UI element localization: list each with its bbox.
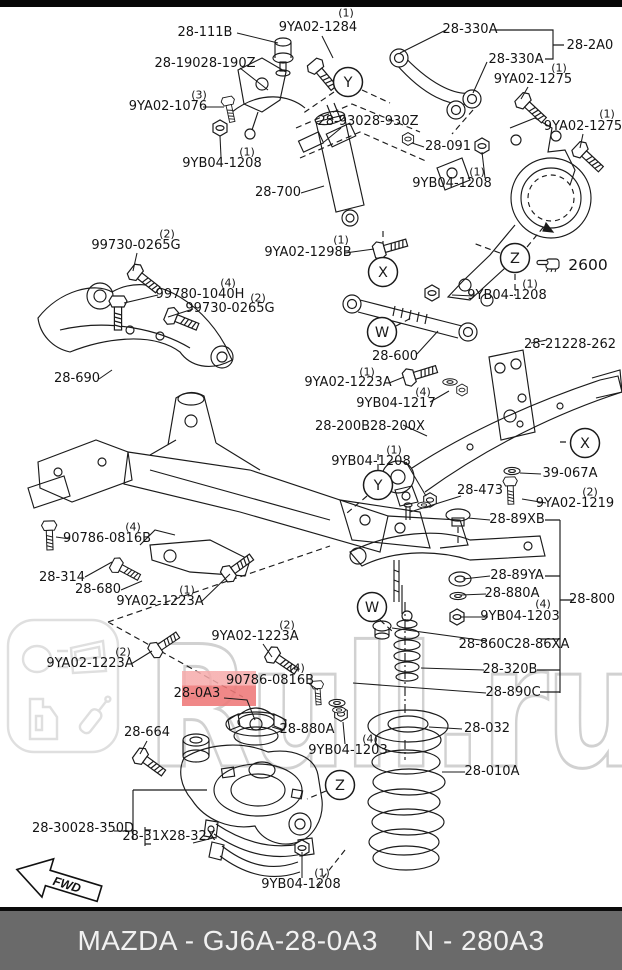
leader-line bbox=[521, 498, 547, 504]
assembly-marker-x: X bbox=[569, 427, 601, 459]
leader-line bbox=[120, 580, 143, 591]
pointing-hand-icon bbox=[536, 258, 560, 273]
assembly-marker-w: W bbox=[366, 316, 398, 348]
leader-line bbox=[462, 575, 491, 580]
leader-line bbox=[416, 330, 439, 355]
watermark-panel-frame bbox=[6, 618, 120, 754]
footer-bar: MAZDA - GJ6A-28-0A3 N - 280A3 bbox=[0, 907, 622, 970]
leader-line bbox=[139, 740, 148, 755]
leader-line bbox=[223, 697, 256, 721]
scan-edge-bar bbox=[0, 0, 622, 7]
leader-line bbox=[472, 61, 488, 94]
spring-seat-drawing bbox=[367, 709, 449, 754]
assembly-marker-z: Z bbox=[499, 242, 531, 274]
leader-line bbox=[520, 86, 529, 100]
upper-arm-drawing bbox=[389, 48, 482, 120]
leader-line bbox=[399, 29, 447, 54]
headlight-icon bbox=[21, 644, 68, 674]
leader-line bbox=[219, 135, 222, 158]
leader-line bbox=[530, 339, 548, 344]
leader-line bbox=[123, 294, 159, 304]
leader-line bbox=[167, 308, 194, 318]
leader-line bbox=[411, 142, 425, 148]
footer-part-code: MAZDA - GJ6A-28-0A3 bbox=[77, 924, 378, 956]
leader-line bbox=[352, 682, 487, 694]
assembly-marker-w: W bbox=[356, 591, 388, 623]
leader-line bbox=[55, 536, 71, 540]
leader-line bbox=[236, 32, 279, 44]
rear-upper-arm-drawing bbox=[349, 508, 546, 602]
leader-line bbox=[451, 294, 475, 297]
leader-line bbox=[130, 650, 153, 665]
leader-line bbox=[405, 461, 427, 497]
svg-text:X: X bbox=[378, 265, 388, 281]
svg-text:Y: Y bbox=[373, 478, 383, 494]
front-lower-arm-drawing bbox=[37, 282, 234, 369]
stabilizer-bracket-drawing bbox=[231, 37, 306, 140]
assembly-marker-y: Y bbox=[332, 66, 364, 98]
leader-line bbox=[200, 573, 231, 603]
lateral-link-drawing bbox=[342, 294, 478, 342]
subframe-drawing bbox=[27, 391, 469, 577]
watermark-panel bbox=[6, 618, 120, 754]
leader-line bbox=[132, 252, 138, 272]
footer-ref-code: N - 280A3 bbox=[413, 924, 545, 956]
assembly-marker-x: X bbox=[367, 256, 399, 288]
leader-line bbox=[344, 248, 375, 254]
leader-line bbox=[428, 726, 463, 730]
svg-text:W: W bbox=[375, 325, 389, 341]
leader-line bbox=[342, 721, 346, 745]
leader-line bbox=[307, 682, 319, 691]
oil-can-icon bbox=[28, 697, 59, 741]
svg-text:W: W bbox=[365, 600, 379, 616]
fwd-arrow: FWD bbox=[15, 857, 103, 903]
bracket-plate-drawing bbox=[488, 349, 536, 441]
clamp-drawing bbox=[203, 819, 315, 878]
leader-line bbox=[388, 376, 405, 384]
group-bracket-lines bbox=[132, 29, 573, 846]
shock-absorber-drawing bbox=[297, 102, 365, 227]
leader-line bbox=[579, 133, 584, 149]
leader-line bbox=[402, 424, 428, 437]
watermark-text: Rull.ru bbox=[146, 610, 622, 806]
shock-absorber-icon bbox=[78, 695, 112, 735]
leader-line bbox=[84, 561, 113, 578]
leader-line bbox=[323, 127, 342, 143]
leader-line bbox=[409, 495, 462, 513]
svg-text:Z: Z bbox=[335, 778, 345, 794]
leader-line bbox=[271, 726, 283, 731]
leader-line bbox=[420, 667, 485, 671]
leader-line bbox=[98, 369, 113, 380]
assembly-marker-y: Y bbox=[362, 469, 394, 501]
assembly-arrow bbox=[542, 221, 555, 233]
assembly-marker-z: Z bbox=[324, 769, 356, 801]
top-mount-drawing bbox=[225, 707, 287, 746]
leader-line bbox=[519, 472, 542, 475]
leader-line bbox=[300, 185, 325, 194]
leader-line bbox=[262, 643, 273, 658]
svg-text:Z: Z bbox=[510, 251, 520, 267]
bump-stop-drawing bbox=[372, 585, 421, 682]
leader-line bbox=[460, 593, 487, 596]
leader-line bbox=[192, 837, 214, 844]
svg-text:Y: Y bbox=[343, 75, 353, 91]
leader-line bbox=[467, 517, 491, 521]
leader-line bbox=[429, 390, 450, 403]
car-door-icon bbox=[69, 639, 108, 675]
leader-line bbox=[481, 151, 486, 179]
svg-text:X: X bbox=[580, 436, 590, 452]
leader-line bbox=[239, 67, 269, 91]
coil-spring-drawing bbox=[367, 749, 446, 871]
leader-line bbox=[321, 35, 334, 59]
leader-line bbox=[391, 627, 488, 642]
